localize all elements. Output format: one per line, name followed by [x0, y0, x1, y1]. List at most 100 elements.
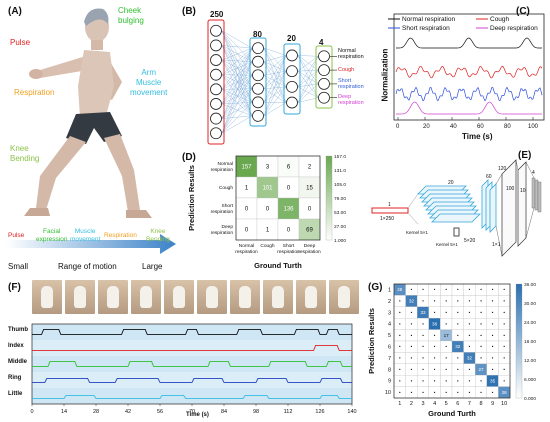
panel-label-d: (D)	[182, 152, 196, 163]
finger-index: Index	[8, 343, 24, 349]
nn-connection	[297, 56, 319, 72]
nn-connection	[221, 103, 253, 117]
cm-ytick-label: respiration	[211, 209, 234, 215]
c-xtick-0: 0	[396, 124, 400, 130]
cm-ytick-label: Cough	[219, 185, 233, 191]
cm-cell-value: •	[492, 299, 494, 304]
f-xtick-label: 126	[315, 409, 324, 415]
cm-cell-value: •	[492, 321, 494, 326]
gesture-photo	[32, 280, 62, 314]
nn-connection	[221, 45, 253, 103]
nn-neuron	[210, 98, 222, 110]
nn-connection	[221, 88, 253, 119]
nn-connection	[221, 47, 253, 61]
nn-neuron	[210, 83, 222, 96]
legend-short: Short respiration	[402, 25, 450, 32]
finger-signal-0	[32, 328, 352, 335]
finger-little: Little	[8, 391, 23, 397]
cm-cell-value: •	[469, 390, 471, 395]
cm-ytick-label: 8	[388, 367, 391, 373]
cm-cell-value: •	[503, 333, 505, 338]
nn-neuron	[210, 112, 222, 125]
nn-connection	[221, 88, 253, 134]
cm-cell-value: •	[422, 287, 424, 292]
nn-neuron	[286, 80, 298, 93]
nn-connection	[221, 59, 253, 89]
cm-cell-value: •	[445, 321, 447, 326]
cm-ytick-label: 10	[385, 390, 391, 396]
nn-connection	[263, 55, 287, 116]
hand-icon	[305, 286, 317, 308]
f-xtick-label: 98	[253, 409, 259, 415]
nn-connection	[263, 86, 287, 103]
cm-cell-value: •	[492, 333, 494, 338]
cm-cell-value: •	[457, 299, 459, 304]
e-label-kernel2: Kernel 5×1	[436, 242, 458, 247]
nn-connection	[297, 55, 319, 71]
cm-cell-value: 17	[444, 333, 450, 338]
f-xtick-label: 84	[221, 409, 227, 415]
legend-normal: Normal respiration	[402, 16, 456, 23]
finger-signal-1	[32, 344, 352, 351]
cm-cell-value: •	[422, 333, 424, 338]
cm-cell-value: •	[399, 321, 401, 326]
nn-neuron	[210, 68, 222, 81]
nn-connection	[221, 48, 253, 134]
cm-ytick-label: respiration	[211, 167, 234, 173]
cm-cell-value: •	[399, 333, 401, 338]
cm-cell-value: 15	[306, 186, 313, 192]
cm-xtick-label: 5	[445, 401, 448, 407]
waveform-1	[395, 65, 543, 79]
gesture-photo	[131, 280, 161, 314]
finger-band	[32, 356, 352, 372]
cm-cell-value: •	[503, 367, 505, 372]
nn-connection	[297, 55, 319, 98]
panel-e: (E)	[366, 146, 550, 274]
finger-band	[32, 372, 352, 388]
cm-cell-value: 35	[490, 378, 496, 383]
cm-xtick-label: Short	[283, 243, 295, 249]
cm-cell-value: •	[469, 287, 471, 292]
finger-band	[32, 340, 352, 356]
nn-connection	[263, 102, 287, 117]
cm-cell-value: 157	[241, 165, 252, 171]
cm-ytick-label: 6	[388, 345, 391, 351]
cm-colorbar-tick: 18.00	[524, 339, 536, 345]
nn-connection	[263, 75, 287, 88]
c-xtick-5: 100	[528, 124, 539, 130]
cm-cell-value: •	[399, 390, 401, 395]
cm-cell-value: •	[445, 310, 447, 315]
nn-neuron	[210, 24, 222, 37]
legend-deep: Deep respiration	[490, 25, 538, 32]
e-label-60: 60	[486, 174, 492, 180]
gesture-photo	[296, 280, 326, 314]
e-label-120: 120	[498, 166, 507, 172]
nn-connection	[297, 69, 319, 72]
hand-icon	[107, 286, 119, 308]
cm-cell-value: •	[434, 356, 436, 361]
cm-colorbar-tick: 79.00	[334, 196, 346, 202]
cm-cell-value: •	[445, 390, 447, 395]
nn-connection	[221, 61, 253, 119]
cm-cell-value: 136	[283, 207, 294, 213]
nn-connection	[221, 88, 253, 105]
nn-connection	[263, 86, 287, 89]
f-xtick-label: 0	[30, 409, 33, 415]
e-label-kernel1: Kernel 5×1	[406, 230, 428, 235]
nn-neuron	[286, 49, 298, 62]
nn-connection	[221, 48, 253, 119]
nn-connection	[297, 55, 319, 57]
hand-icon	[338, 286, 350, 308]
nn-connection	[263, 55, 287, 103]
e-label-5x20: 5×20	[464, 238, 476, 244]
e-label-input: 1×250	[380, 216, 395, 222]
hand-icon	[206, 286, 218, 308]
nn-neuron	[252, 96, 264, 109]
panel-label-f: (F)	[8, 282, 21, 293]
cm-cell-value: •	[492, 310, 494, 315]
cm-cell-value: 28	[397, 287, 403, 292]
cm-cell-value: 1	[245, 186, 249, 192]
e-label-10: 10	[520, 188, 526, 194]
